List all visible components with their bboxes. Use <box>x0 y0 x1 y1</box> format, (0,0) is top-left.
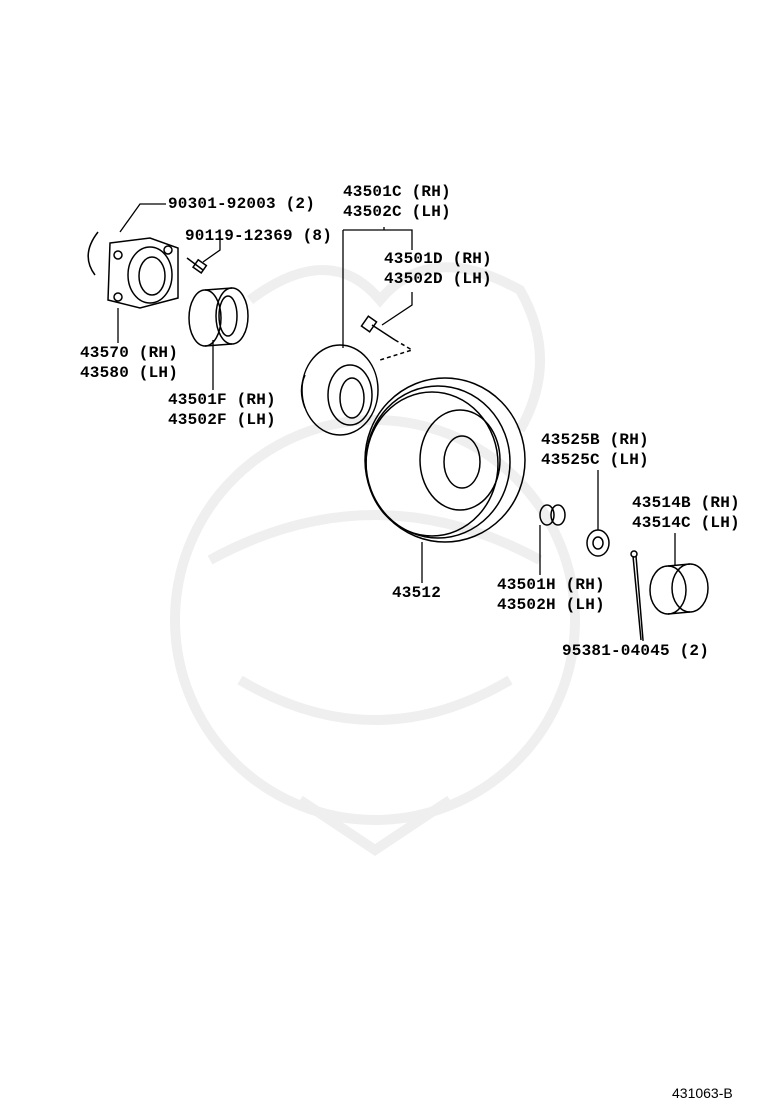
label-95381-04045: 95381-04045 (2) <box>562 642 710 660</box>
bearing-drawing <box>188 287 249 347</box>
label-90119-12369: 90119-12369 (8) <box>185 227 333 245</box>
brake-disc-drawing <box>364 377 526 543</box>
watermark-logo <box>170 262 580 857</box>
label-43502d: 43502D (LH) <box>384 270 492 288</box>
reference-code: 431063-B <box>672 1085 733 1101</box>
label-43525c: 43525C (LH) <box>541 451 649 469</box>
lock-nut-drawing <box>586 529 610 557</box>
stud-bolt-drawing <box>360 315 414 361</box>
hub-bolt-drawing <box>186 257 208 275</box>
label-90301-92003: 90301-92003 (2) <box>168 195 316 213</box>
label-43501h: 43501H (RH) <box>497 576 605 594</box>
label-43501f: 43501F (RH) <box>168 391 276 409</box>
label-43512: 43512 <box>392 584 442 602</box>
label-43502c: 43502C (LH) <box>343 203 451 221</box>
cotter-pin-drawing <box>630 550 644 641</box>
label-43502f: 43502F (LH) <box>168 411 276 429</box>
label-43502h: 43502H (LH) <box>497 596 605 614</box>
label-43570: 43570 (RH) <box>80 344 179 362</box>
label-43514b: 43514B (RH) <box>632 494 740 512</box>
label-43580: 43580 (LH) <box>80 364 179 382</box>
label-43501d: 43501D (RH) <box>384 250 492 268</box>
axle-hub-drawing <box>300 344 379 436</box>
label-43514c: 43514C (LH) <box>632 514 740 532</box>
grease-cap-drawing <box>649 563 709 615</box>
label-43501c: 43501C (RH) <box>343 183 451 201</box>
washer-drawing <box>539 504 566 526</box>
steering-knuckle-drawing <box>87 231 179 309</box>
leader-lines <box>117 203 676 641</box>
label-43525b: 43525B (RH) <box>541 431 649 449</box>
